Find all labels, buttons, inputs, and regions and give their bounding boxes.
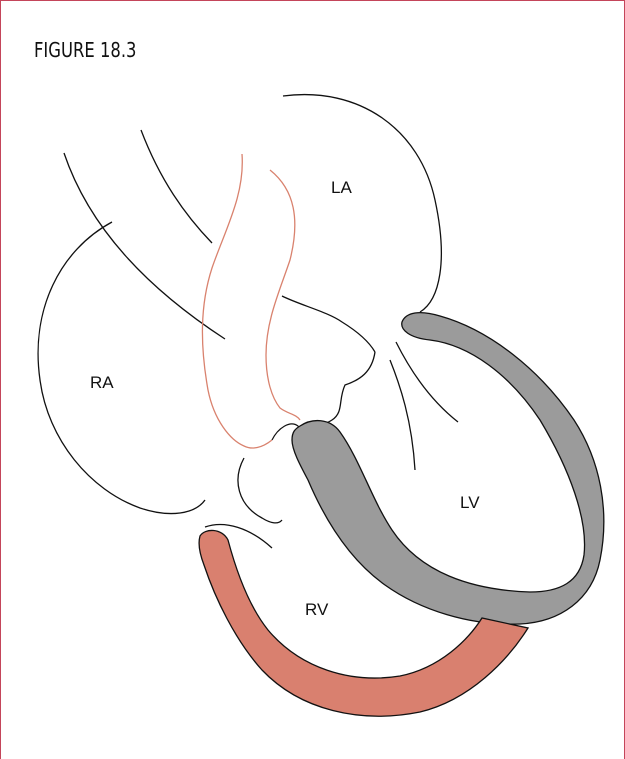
aorta-right-wall bbox=[266, 170, 300, 420]
lv-inner-curve bbox=[396, 342, 458, 422]
label-rv: RV bbox=[305, 600, 329, 619]
right-atrium-outline bbox=[38, 222, 205, 514]
label-lv: LV bbox=[460, 493, 480, 512]
mitral-leaflet-outline bbox=[296, 352, 375, 432]
pulmonary-artery-outline bbox=[141, 130, 212, 243]
left-atrium-outline bbox=[283, 95, 441, 312]
lv-wall bbox=[292, 313, 604, 625]
septum-inner-curve bbox=[390, 360, 415, 470]
tricuspid-outline bbox=[238, 458, 282, 523]
left-atrium-lower-edge bbox=[282, 296, 375, 352]
aorta-left-wall bbox=[202, 154, 272, 448]
label-ra: RA bbox=[90, 373, 114, 392]
label-la: LA bbox=[331, 178, 352, 197]
vena-cava-outline bbox=[64, 153, 225, 339]
